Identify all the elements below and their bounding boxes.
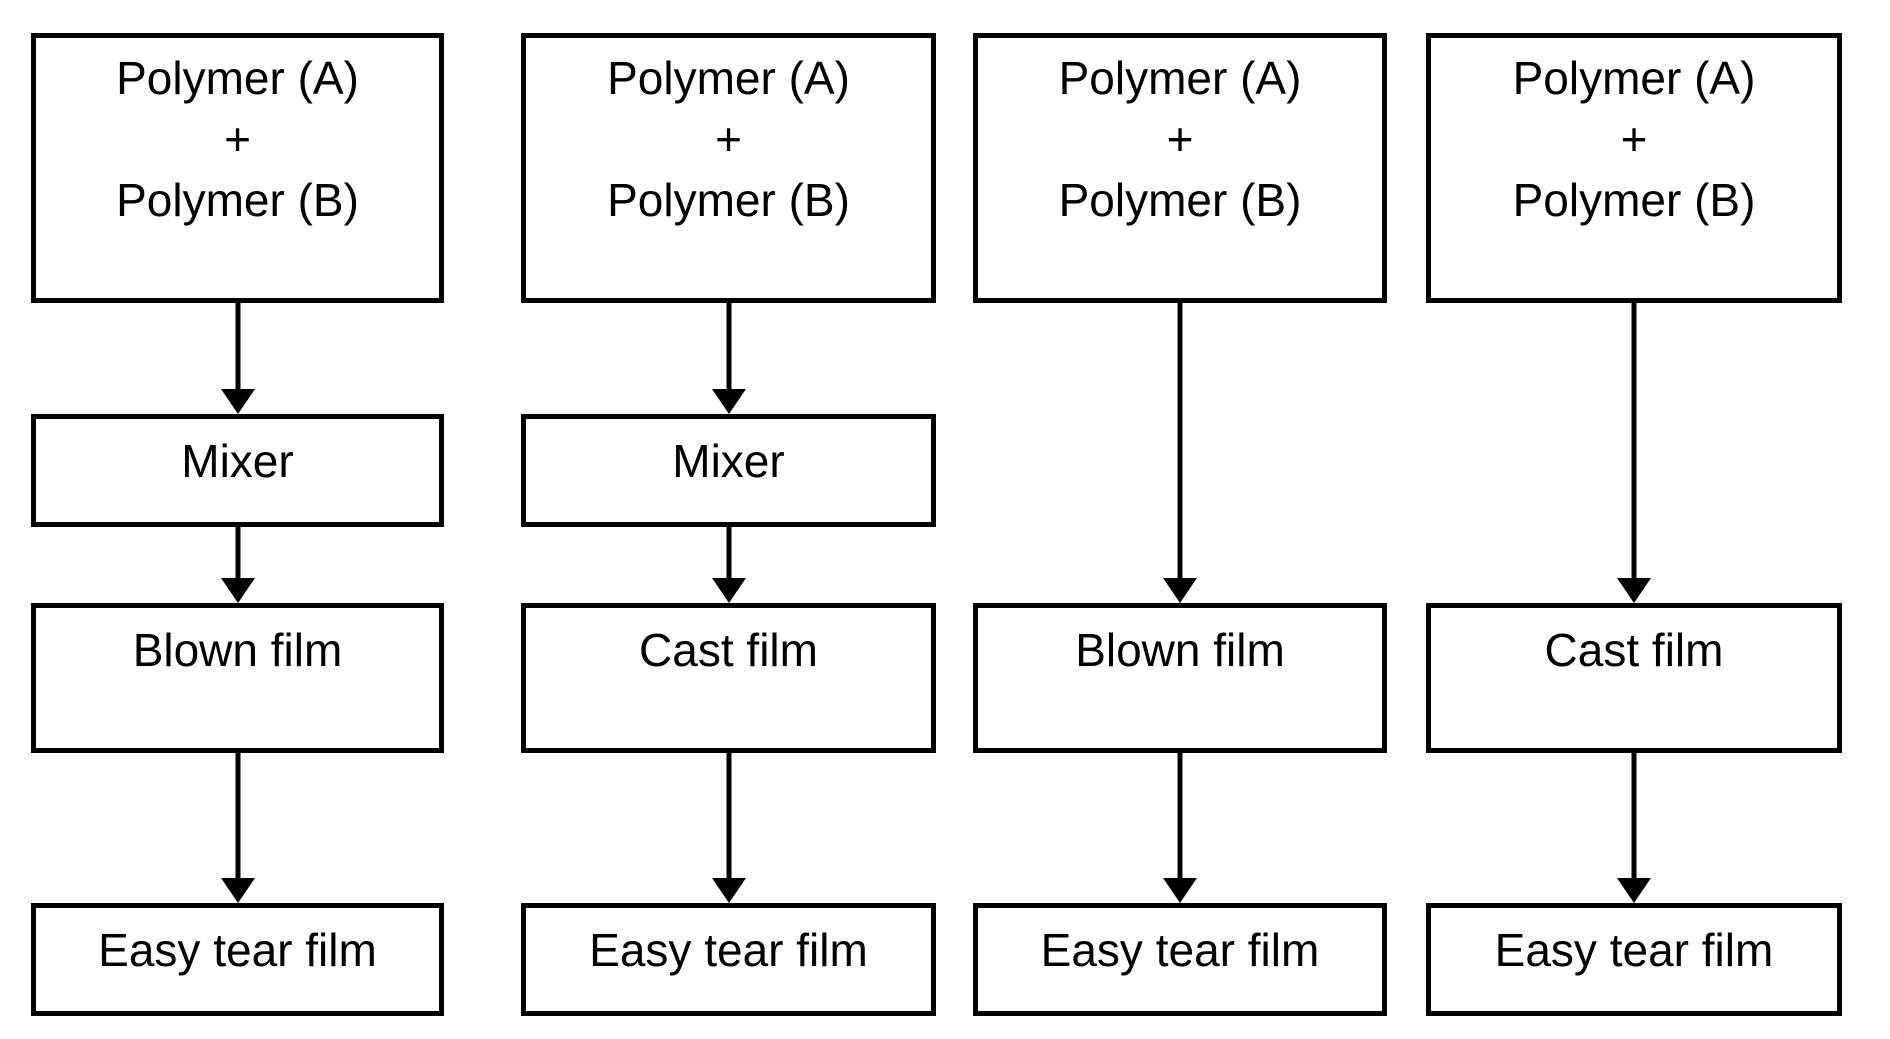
route-1-column: Polymer (A) + Polymer (B) Mixer Blown fi… (31, 0, 444, 1039)
arrowhead-down-icon (1617, 878, 1651, 903)
arrow-film-to-result (1617, 753, 1651, 903)
arrowhead-down-icon (711, 389, 746, 414)
source-line-plus: + (224, 113, 251, 165)
arrow-shaft (726, 303, 731, 392)
arrow-source-to-film (1163, 303, 1197, 603)
source-line-polymer-b: Polymer (B) (116, 174, 359, 226)
arrow-mixer-to-film (220, 527, 255, 603)
arrow-source-to-mixer (711, 303, 746, 414)
arrowhead-down-icon (1617, 578, 1651, 603)
source-line-polymer-b: Polymer (B) (607, 174, 850, 226)
route-3-film-box: Blown film (973, 603, 1387, 753)
source-line-polymer-b: Polymer (B) (1058, 174, 1302, 226)
arrow-shaft (235, 753, 240, 881)
source-line-polymer-a: Polymer (A) (1512, 52, 1756, 104)
arrowhead-down-icon (1163, 578, 1197, 603)
route-4-film-box: Cast film (1426, 603, 1842, 753)
route-3-source-box: Polymer (A) + Polymer (B) (973, 33, 1387, 303)
route-4-column: Polymer (A) + Polymer (B) Cast film Easy… (1426, 0, 1842, 1039)
arrowhead-down-icon (711, 878, 746, 903)
arrow-shaft (1631, 753, 1637, 881)
source-line-plus: + (1166, 113, 1194, 165)
source-line-plus: + (715, 113, 742, 165)
arrow-shaft (726, 753, 731, 881)
arrowhead-down-icon (711, 578, 746, 603)
route-1-result-box: Easy tear film (31, 903, 444, 1016)
route-1-film-box: Blown film (31, 603, 444, 753)
arrow-shaft (235, 527, 240, 581)
arrow-shaft (1631, 303, 1637, 581)
route-2-film-box: Cast film (521, 603, 936, 753)
route-2-source-box: Polymer (A) + Polymer (B) (521, 33, 936, 303)
arrow-film-to-result (220, 753, 255, 903)
route-1-source-box: Polymer (A) + Polymer (B) (31, 33, 444, 303)
source-line-polymer-a: Polymer (A) (116, 52, 359, 104)
arrow-source-to-film (1617, 303, 1651, 603)
arrow-film-to-result (711, 753, 746, 903)
arrow-shaft (235, 303, 240, 392)
source-line-polymer-a: Polymer (A) (607, 52, 850, 104)
arrow-shaft (726, 527, 731, 581)
route-2-result-box: Easy tear film (521, 903, 936, 1016)
arrow-shaft (1177, 753, 1183, 881)
arrow-film-to-result (1163, 753, 1197, 903)
arrow-source-to-mixer (220, 303, 255, 414)
source-line-polymer-b: Polymer (B) (1512, 174, 1756, 226)
route-1-mixer-box: Mixer (31, 414, 444, 527)
arrowhead-down-icon (220, 578, 255, 603)
arrowhead-down-icon (220, 389, 255, 414)
route-2-mixer-box: Mixer (521, 414, 936, 527)
source-line-polymer-a: Polymer (A) (1058, 52, 1302, 104)
route-3-column: Polymer (A) + Polymer (B) Blown film Eas… (973, 0, 1387, 1039)
route-2-column: Polymer (A) + Polymer (B) Mixer Cast fil… (521, 0, 936, 1039)
arrowhead-down-icon (220, 878, 255, 903)
source-line-plus: + (1620, 113, 1648, 165)
arrow-shaft (1177, 303, 1183, 581)
arrow-mixer-to-film (711, 527, 746, 603)
route-4-source-box: Polymer (A) + Polymer (B) (1426, 33, 1842, 303)
arrowhead-down-icon (1163, 878, 1197, 903)
route-3-result-box: Easy tear film (973, 903, 1387, 1016)
route-4-result-box: Easy tear film (1426, 903, 1842, 1016)
